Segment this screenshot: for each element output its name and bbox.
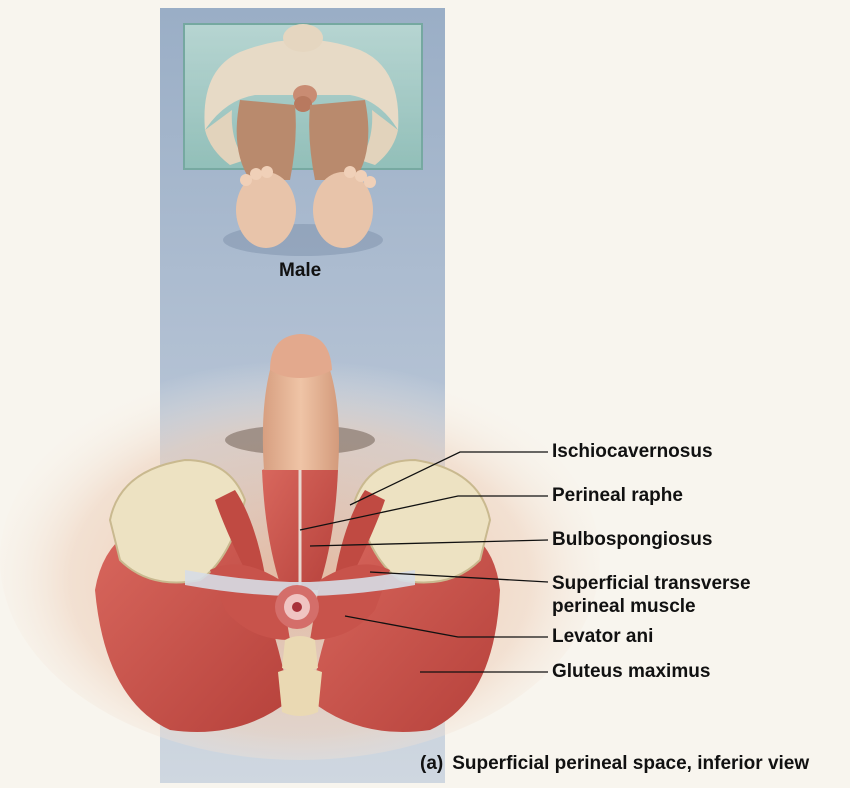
label-perineal-muscle: perineal muscle <box>552 596 696 618</box>
label-bulbospongiosus: Bulbospongiosus <box>552 529 712 551</box>
label-levator-ani: Levator ani <box>552 626 653 648</box>
label-ischiocavernosus: Ischiocavernosus <box>552 441 713 463</box>
label-superficial-transverse: Superficial transverse <box>552 573 751 595</box>
label-perineal-raphe: Perineal raphe <box>552 485 683 507</box>
label-gluteus-maximus: Gluteus maximus <box>552 661 710 683</box>
figure-caption: (a) Superficial perineal space, inferior … <box>420 753 809 775</box>
perineum-illustration <box>0 334 600 760</box>
caption-tag: (a) <box>420 753 443 774</box>
caption-text: Superficial perineal space, inferior vie… <box>452 753 809 774</box>
inset-label-male: Male <box>279 260 321 282</box>
